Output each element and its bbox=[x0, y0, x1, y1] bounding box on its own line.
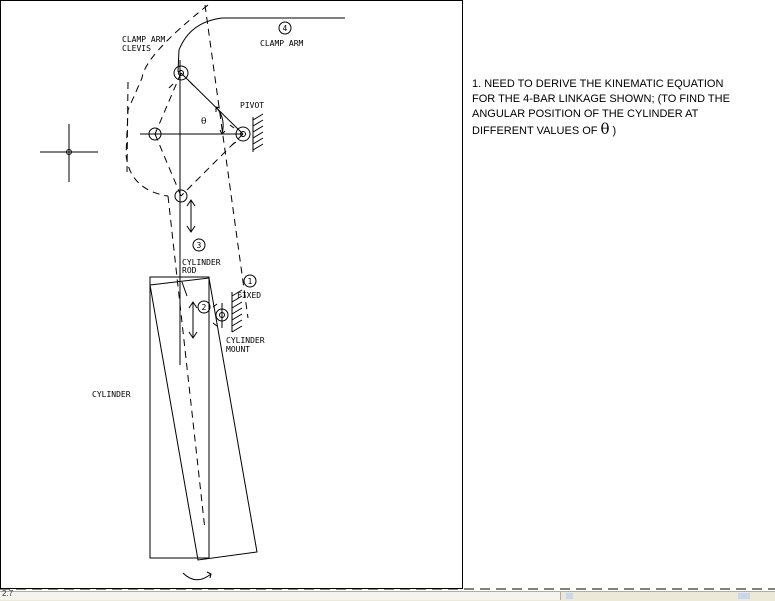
theta-arc bbox=[215, 106, 224, 135]
pivot-joint bbox=[235, 126, 251, 142]
fixed-ground bbox=[231, 289, 243, 333]
label-pivot: PIVOT bbox=[240, 101, 264, 110]
label-clamp-arm: CLAMP ARM bbox=[260, 39, 304, 48]
label-cylinder: CYLINDER bbox=[92, 390, 131, 399]
pivot-ground bbox=[252, 113, 264, 152]
left-joint bbox=[148, 127, 162, 141]
link-number-1: 1 bbox=[248, 277, 253, 286]
link-number-3-circle bbox=[192, 238, 206, 252]
origin-crosshair bbox=[40, 124, 98, 182]
label-fixed: FIXED bbox=[237, 291, 261, 300]
status-text: 2.7 bbox=[2, 589, 14, 598]
link-number-3: 3 bbox=[197, 241, 202, 250]
link-number-2-circle bbox=[197, 300, 211, 314]
label-cylinder-rod-1: CYLINDER bbox=[182, 258, 221, 267]
status-icon[interactable] bbox=[566, 593, 573, 599]
theta-symbol: θ bbox=[600, 120, 610, 138]
note-line-3: ANGULAR POSITION OF THE CYLINDER AT bbox=[472, 108, 699, 120]
kinematic-note: 1. NEED TO DERIVE THE KINEMATIC EQUATION… bbox=[472, 77, 772, 139]
label-theta-small: θ bbox=[201, 117, 206, 127]
link-number-2: 2 bbox=[202, 303, 207, 312]
label-cylinder-rod-2: ROD bbox=[182, 266, 197, 275]
dashed-guide-right bbox=[204, 4, 249, 319]
rod-motion-arrow bbox=[186, 199, 196, 233]
clamp-sweep-envelope bbox=[125, 4, 209, 197]
cylinder-body-rotated bbox=[149, 277, 258, 561]
label-cylinder-mount-2: MOUNT bbox=[226, 345, 250, 354]
clamp-arm bbox=[177, 17, 345, 73]
status-field: 2.7 bbox=[0, 589, 561, 600]
note-line-2: FOR THE 4-BAR LINKAGE SHOWN; (TO FIND TH… bbox=[472, 93, 730, 105]
swing-arrow bbox=[182, 572, 212, 581]
cylinder-motion-arrow bbox=[188, 301, 198, 339]
clevis-joint bbox=[173, 65, 189, 81]
note-line-4-prefix: DIFFERENT VALUES OF bbox=[472, 125, 598, 137]
label-clamp-arm-clevis-2: CLEVIS bbox=[122, 44, 151, 53]
note-line-4-suffix: ) bbox=[612, 125, 617, 137]
link-number-4-circle bbox=[278, 21, 292, 35]
note-line-1: 1. NEED TO DERIVE THE KINEMATIC EQUATION bbox=[472, 78, 724, 90]
link-left-lower bbox=[154, 133, 182, 197]
cylinder-body-upright bbox=[149, 276, 210, 559]
status-bar: 2.7 bbox=[0, 589, 775, 601]
link-clevis-left bbox=[154, 72, 182, 135]
lower-joint bbox=[174, 189, 188, 203]
label-cylinder-mount-1: CYLINDER bbox=[226, 336, 265, 345]
label-clamp-arm-clevis-1: CLAMP ARM bbox=[122, 35, 166, 44]
dashed-guide-left bbox=[167, 195, 206, 531]
envelope-left-line bbox=[126, 81, 129, 173]
status-tray-icon[interactable] bbox=[738, 593, 750, 599]
link-number-4: 4 bbox=[283, 24, 288, 33]
link-number-1-circle bbox=[243, 274, 257, 288]
